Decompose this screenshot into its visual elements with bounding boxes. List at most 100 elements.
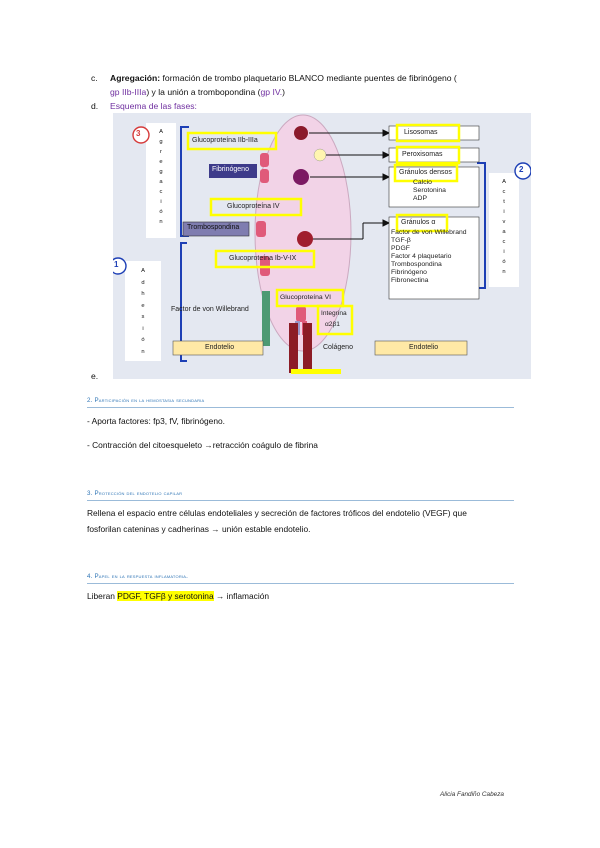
section-4-post: → inflamación xyxy=(213,591,270,601)
item-c-gp2: gp IV. xyxy=(260,87,283,97)
vertical-letter: n xyxy=(502,269,506,275)
receptor-iib-iiia-a xyxy=(260,153,269,167)
label-lisosomas: Lisosomas xyxy=(404,129,438,136)
alfa-item: TGF-β xyxy=(391,237,411,244)
activacion-box xyxy=(489,173,519,287)
section-2-line-1: - Aporta factores: fp3, fV, fibrinógeno. xyxy=(87,416,225,426)
colageno-highlight xyxy=(291,369,341,374)
label-granulos-alfa: Gránulos α xyxy=(401,219,436,226)
alfa-item: Fibronectina xyxy=(391,277,429,284)
label-granulos-densos: Gránulos densos xyxy=(399,169,452,176)
label-endotelio-right: Endotelio xyxy=(409,344,439,351)
badge-3 xyxy=(132,126,150,144)
vertical-letter: A xyxy=(502,179,506,185)
vertical-letter: e xyxy=(159,159,163,165)
vertical-letter: ó xyxy=(502,259,506,265)
vertical-letter: d xyxy=(141,279,145,286)
diagram-svg xyxy=(109,113,532,379)
label-endotelio-left: Endotelio xyxy=(205,344,235,351)
section-4-title: 4. Papel en la respuesta inflamatoria. xyxy=(87,573,189,580)
badge-1-label: 1 xyxy=(114,260,119,269)
label-integrina-2: α2β1 xyxy=(325,321,340,328)
vertical-letter: ó xyxy=(141,337,145,343)
vertical-letter: c xyxy=(502,189,506,195)
densos-item: Calcio xyxy=(413,179,432,186)
alfa-item: PDGF xyxy=(391,245,410,252)
densos-highlight xyxy=(393,163,459,183)
section-2-rule xyxy=(87,407,514,408)
label-fibrinogeno: Fibrinógeno xyxy=(212,166,249,173)
fibrinogeno-box xyxy=(209,164,257,178)
label-factor-vw: Factor de von Willebrand xyxy=(171,306,249,313)
vertical-letter: c xyxy=(159,189,163,195)
vertical-letter: i xyxy=(142,325,144,332)
agregacion-box xyxy=(146,123,176,238)
vertical-letter: r xyxy=(160,149,162,155)
adhesion-box xyxy=(125,261,161,361)
section-3-rule xyxy=(87,500,514,501)
section-3-line-1: Rellena el espacio entre células endotel… xyxy=(87,508,467,518)
item-c-body3: ) xyxy=(282,87,286,97)
granule-peroxisoma xyxy=(313,148,327,162)
label-trombospondina: Trombospondina xyxy=(187,224,240,231)
alfa-item: Trombospondina xyxy=(391,261,442,268)
endotelio-left-box xyxy=(172,340,264,356)
alfa-item: Fibrinógeno xyxy=(391,269,427,276)
item-d-text: Esquema de las fases: xyxy=(110,101,197,111)
section-3-title: 3. Protección del endotelio capilar xyxy=(87,490,183,497)
granule-alfa xyxy=(297,231,313,247)
vertical-letter: v xyxy=(502,219,506,225)
label-peroxisomas: Peroxisomas xyxy=(402,151,443,158)
vertical-letter: g xyxy=(159,139,163,145)
colageno-bar-a xyxy=(289,323,298,373)
label-gp-iv: Glucoproteína IV xyxy=(227,203,280,210)
gp-iib-iiia-highlight xyxy=(186,131,278,151)
vertical-letter: a xyxy=(502,229,506,235)
vertical-letter: a xyxy=(159,179,163,185)
receptor-iib-iiia-b xyxy=(260,169,269,183)
vertical-letter: ó xyxy=(159,209,163,215)
peroxisomas-highlight xyxy=(395,145,461,165)
label-gp-vi: Glucoproteína VI xyxy=(280,294,332,301)
alfa-item: Factor de von Willebrand xyxy=(391,229,467,236)
lisosomas-highlight xyxy=(395,123,461,143)
item-c-line2: gp IIb-IIIa) y la unión a trombopondina … xyxy=(110,86,285,98)
bracket-activacion xyxy=(477,162,486,289)
section-4-rule xyxy=(87,583,514,584)
vertical-letter: h xyxy=(141,291,145,297)
vertical-letter: n xyxy=(159,219,163,225)
densos-item: Serotonina xyxy=(413,187,446,194)
bracket-adhesion xyxy=(180,242,187,362)
endotelio-right-box xyxy=(374,340,468,356)
factor-vw-bar xyxy=(262,291,270,346)
label-gp-ib-v-ix: Glucoproteína Ib-V-IX xyxy=(229,255,297,262)
section-4-pre: Liberan xyxy=(87,591,118,601)
label-integrina: Integrina xyxy=(321,310,347,317)
item-d-letter: d. xyxy=(91,101,99,111)
badge-2-label: 2 xyxy=(519,165,524,174)
vertical-letter: A xyxy=(141,268,145,274)
receptor-gp-iv xyxy=(256,221,266,237)
vertical-letter: i xyxy=(503,249,505,255)
granule-denso xyxy=(293,169,309,185)
receptor-gp-vi xyxy=(296,306,306,322)
footer-author: Alicia Fandiño Cabeza xyxy=(440,791,504,798)
item-e-letter: e. xyxy=(91,371,99,381)
section-2-line-2: - Contracción del citoesqueleto →retracc… xyxy=(87,440,318,450)
vertical-letter: i xyxy=(503,209,505,215)
label-gp-iib-iiia: Glucoproteína IIb-IIIa xyxy=(192,137,258,144)
vertical-letter: c xyxy=(502,239,506,245)
alfa-list: Factor de von Willebrand TGF-β PDGF Fact… xyxy=(391,229,467,285)
vertical-letter: n xyxy=(141,348,145,355)
gp-ib-highlight xyxy=(214,249,316,269)
trombospondina-box xyxy=(182,221,250,237)
granule-lisosoma xyxy=(294,126,308,140)
item-c-gp1: gp IIb-IIIa xyxy=(110,87,147,97)
vertical-letter: e xyxy=(141,302,145,309)
vertical-letter: t xyxy=(503,199,505,205)
colageno-bar-b xyxy=(303,323,312,373)
vertical-letter: i xyxy=(160,199,162,205)
